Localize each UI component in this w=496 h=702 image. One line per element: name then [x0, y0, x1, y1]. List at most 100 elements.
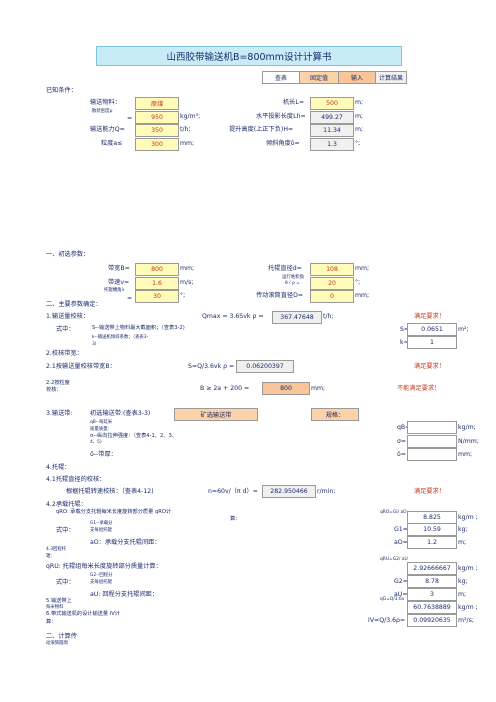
horiz-value: 499.27: [310, 111, 354, 124]
s22-formula: B ≥ 2a + 200 =: [200, 385, 250, 392]
section1-heading: 一、初选参数：: [46, 251, 90, 258]
s21-label: 2.1按输送量校核带宽B：: [46, 363, 116, 370]
g1-desc2: 支每组托辊: [90, 528, 112, 533]
speed-unit: m/s;: [180, 279, 194, 286]
s41-value: 282.950466: [262, 485, 316, 498]
bw-label: 带宽B=: [108, 265, 130, 272]
s43-label: 4.3回程托: [46, 547, 67, 552]
horiz-label: 水平投影长度Lh=: [256, 113, 306, 120]
section2-heading: 二、主要参数确定：: [46, 301, 102, 308]
qg-unit: kg/m ;: [458, 604, 478, 611]
qb-unit: kg/m;: [458, 424, 476, 431]
s21-result: 满足要求！: [414, 363, 445, 370]
s-desc: S--输送带上物料最大截面积；（查表3-2): [92, 325, 185, 331]
k-desc: k--输送机倾斜系数；（查表3-: [92, 335, 149, 340]
trough-label: 托辊槽角λ: [104, 288, 125, 293]
s3-label: 3.输送带:: [46, 410, 73, 417]
s21-value: 0.06200397: [236, 360, 294, 373]
material-label: 输送物料：: [90, 99, 121, 106]
trough-eq: =: [127, 295, 133, 302]
s6-label: 6.带式输送机的设计输送量 IV计: [46, 611, 120, 617]
s21-formula: S=Q/3.6vk ρ =: [188, 363, 235, 370]
s42-label: 4.2承载托辊：: [46, 501, 87, 508]
horiz-unit: m;: [355, 113, 364, 120]
g2-desc2: 支每组托辊: [90, 580, 112, 585]
angle-unit: °;: [355, 140, 361, 147]
lift-unit: m;: [355, 126, 364, 133]
g1-desc: G1--承载分: [90, 521, 113, 526]
s41-formula: n=60v/（π d）=: [208, 488, 258, 495]
section3-sub: 动滚筒圆周: [46, 641, 68, 646]
g2-unit: kg;: [458, 578, 468, 585]
qro-text: qRO: 承载分支托辊每米长度旋转部分质量 qRO计: [56, 509, 172, 515]
s-value: 0.0651: [407, 323, 457, 336]
length-unit: m;: [355, 99, 364, 106]
s41-unit: r/min;: [317, 488, 336, 495]
s41-text: 根据托辊转速校核：（查表4-12): [66, 488, 154, 495]
s22-label: 2.2按粒度: [46, 380, 70, 386]
k-desc2: 3): [92, 342, 97, 347]
g2-label: G2=: [394, 578, 408, 585]
qb-value: [407, 421, 457, 434]
trough-unit: °;: [180, 292, 186, 299]
s4-label: 4.托辊：: [46, 464, 71, 471]
belt-spec-field[interactable]: 规格：: [311, 408, 359, 421]
density-eq: =: [127, 115, 133, 122]
au-value: 3: [407, 588, 457, 601]
qg-formula: qG=Q/3.6v: [380, 597, 405, 602]
idler-unit: mm;: [355, 265, 370, 272]
iv-formula: IV=Q/3.6ρ=: [368, 617, 406, 624]
s41-label: 4.1托辊直径的校核：: [46, 476, 106, 483]
sigma-desc2: 4、5): [90, 440, 102, 445]
lump-label: 粒度a≤: [101, 140, 123, 147]
known-heading: 已知条件：: [46, 87, 77, 94]
surcharge-unit: °;: [355, 279, 361, 286]
delta-desc: δ--带厚：: [90, 451, 117, 458]
angle-value: 1.3: [310, 138, 354, 151]
s1-formula: Qmax = 3.6Svk ρ =: [202, 313, 264, 320]
length-label: 机长L=: [283, 99, 305, 106]
idler-label: 托辊直径d=: [268, 265, 302, 272]
ao-unit: m;: [458, 539, 467, 546]
drum-value: 0: [310, 290, 354, 303]
g1-unit: kg;: [458, 526, 468, 533]
legend-result: 计算结果: [375, 71, 407, 84]
s43-label2: 辊：: [46, 554, 55, 559]
qb-desc2: 质量质量：: [90, 427, 112, 432]
au-desc: aU: 回程分支托辊间距：: [90, 591, 159, 598]
drum-unit: mm;: [355, 292, 370, 299]
qru-value: 2.92666667: [407, 562, 457, 575]
delta-unit: mm;: [458, 451, 473, 458]
au-unit: m;: [458, 591, 467, 598]
qb-desc1: qB--每延米: [90, 420, 113, 425]
capacity-unit: t/h;: [180, 126, 191, 133]
lift-value: 11.34: [310, 124, 354, 137]
s41-result: 满足要求！: [414, 488, 445, 495]
surcharge-sub: θ / ρ =: [285, 281, 300, 286]
s1-label: 1.输送量校核：: [46, 313, 90, 320]
sigma-desc: σ--纵向拉伸强度：（查表4-1、2、3、: [90, 433, 177, 439]
k-label: k=: [400, 339, 409, 346]
s3-init: 初选输送带:(查表3-3): [90, 410, 151, 417]
s5-label: 5.输送带上: [46, 598, 72, 604]
k-value: 1: [407, 336, 457, 349]
s1-value: 367.47648: [272, 311, 322, 324]
ao-label: aO=: [394, 539, 408, 546]
capacity-label: 输送能力Q=: [90, 126, 125, 133]
iv-unit: m³/s;: [458, 617, 474, 624]
g1-label: G1=: [394, 526, 408, 533]
g2-desc: G2--回程分: [90, 573, 113, 578]
belt-select-button[interactable]: 矿选输送带: [174, 408, 258, 421]
lump-value: 300: [135, 138, 179, 151]
trough-value: 30: [135, 290, 179, 303]
legend-input: 输入: [338, 71, 376, 84]
s-label: S=: [400, 326, 410, 333]
drum-label: 传动滚筒直径D=: [256, 292, 304, 299]
section3-heading: 二、计算传: [46, 633, 77, 640]
surcharge-value: 20: [310, 277, 354, 290]
qru-formula: qRU=G2/ aU: [380, 557, 408, 562]
delta-label: δ=: [397, 451, 406, 458]
angle-label: 倾斜角度δ=: [266, 140, 300, 147]
g2-value: 8.78: [407, 575, 457, 588]
qb-label: qB=: [397, 424, 411, 431]
